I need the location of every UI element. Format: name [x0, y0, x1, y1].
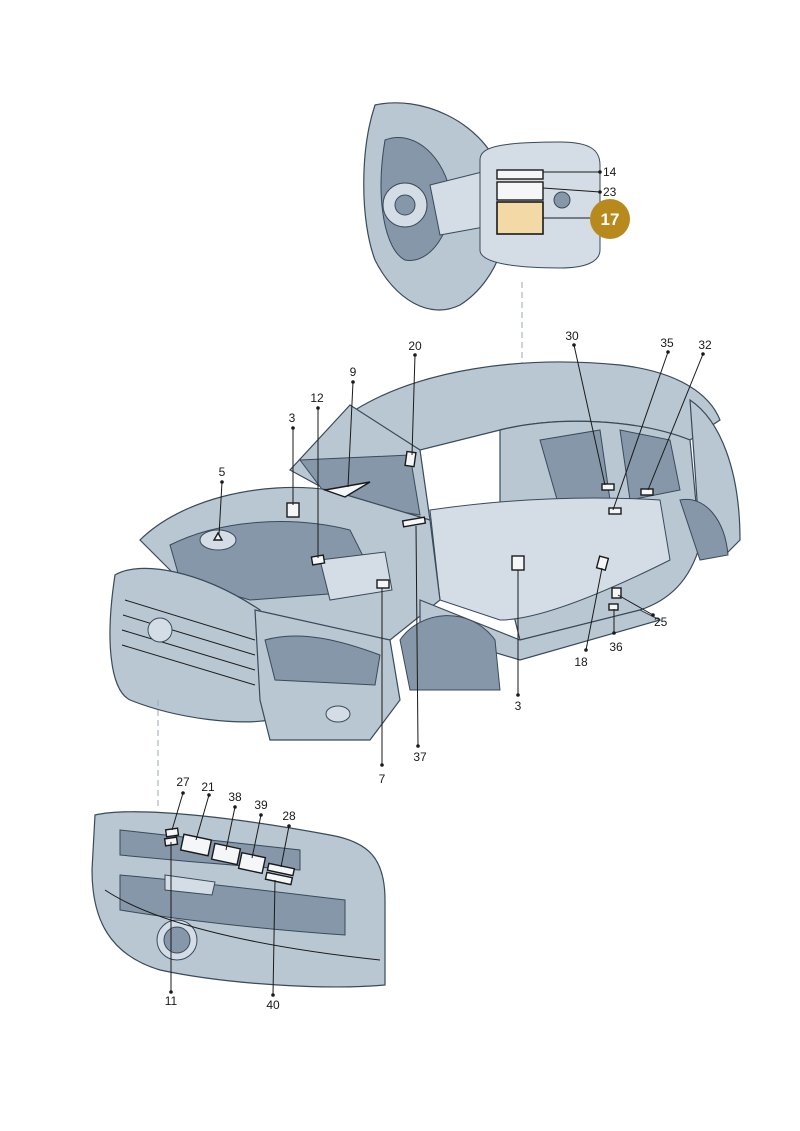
- sticker-11: [163, 836, 179, 847]
- sticker-7: [376, 579, 390, 589]
- callout-3-lower: 3: [515, 699, 522, 713]
- grille-leaders: [169, 791, 291, 997]
- sticker-14: [496, 169, 544, 180]
- sticker-37: [401, 516, 427, 528]
- callout-21: 21: [201, 780, 215, 794]
- sticker-18: [595, 555, 610, 571]
- sticker-9: [322, 481, 371, 498]
- callout-11: 11: [165, 994, 178, 1008]
- sticker-20: [404, 450, 417, 468]
- sticker-27: [164, 827, 180, 838]
- callout-18: 18: [574, 655, 588, 669]
- callout-17: 17: [601, 210, 620, 229]
- sticker-39: [237, 851, 267, 875]
- highlight-badge[interactable]: 17: [590, 199, 630, 239]
- grille-inset: [91, 811, 386, 988]
- sticker-3b: [511, 555, 525, 571]
- sticker-5: [212, 531, 224, 541]
- callout-38: 38: [228, 790, 242, 804]
- callout-14: 14: [603, 165, 617, 179]
- sticker-30: [601, 483, 615, 491]
- callout-7: 7: [379, 772, 386, 786]
- callout-30: 30: [565, 329, 579, 343]
- car-body: [109, 361, 741, 741]
- callout-39: 39: [254, 798, 268, 812]
- sticker-23: [496, 181, 544, 201]
- callout-28: 28: [282, 809, 296, 823]
- callout-40: 40: [266, 998, 280, 1012]
- callout-32: 32: [698, 338, 712, 352]
- callout-23: 23: [603, 185, 617, 199]
- sticker-12: [310, 554, 326, 566]
- sticker-35: [608, 507, 622, 515]
- callout-5: 5: [219, 465, 226, 479]
- body-leaders: [218, 343, 705, 767]
- callout-35: 35: [660, 336, 674, 350]
- callout-37: 37: [413, 750, 427, 764]
- sticker-40: [264, 871, 294, 886]
- callout-36: 36: [609, 640, 623, 654]
- fuel-flap-inset: [363, 102, 601, 311]
- sticker-38: [210, 842, 242, 866]
- fuel-flap-leaders: [542, 170, 602, 219]
- callout-25: 25: [654, 615, 668, 629]
- sticker-21: [179, 833, 213, 857]
- sticker-3a: [286, 502, 300, 518]
- sticker-32: [640, 488, 654, 496]
- callout-27: 27: [176, 775, 190, 789]
- callout-3-upper: 3: [289, 411, 296, 425]
- sticker-17: [496, 201, 544, 235]
- sticker-25: [611, 587, 622, 599]
- callout-12: 12: [310, 391, 324, 405]
- callout-9: 9: [350, 365, 357, 379]
- callout-20: 20: [408, 339, 422, 353]
